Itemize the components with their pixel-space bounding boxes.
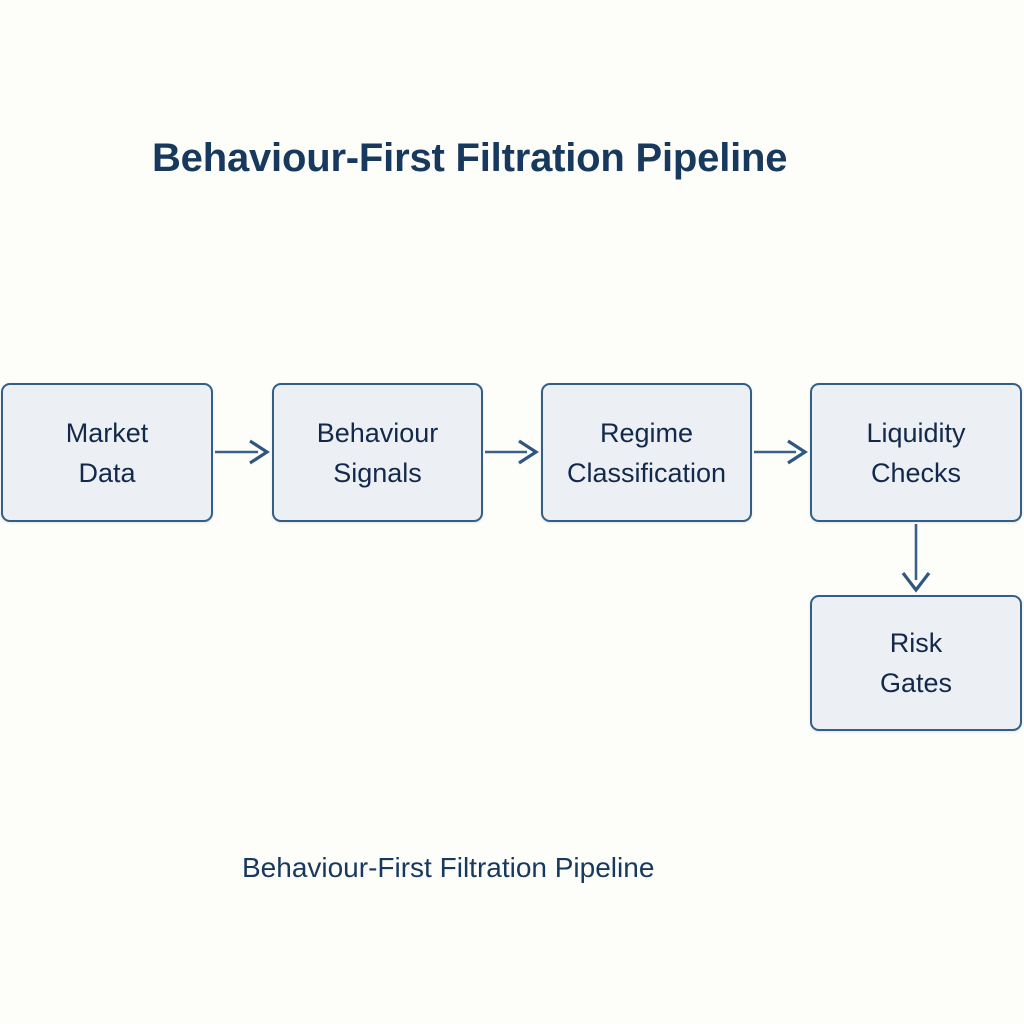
flow-node-behaviour-signals[interactable]: Behaviour Signals <box>272 383 483 522</box>
flow-node-market-data-line1: Market <box>65 417 149 448</box>
flow-node-risk-gates-line1: Risk <box>889 628 943 658</box>
diagram-title: Behaviour-First Filtration Pipeline <box>152 136 788 180</box>
flow-node-market-data[interactable]: Market Data <box>1 383 213 522</box>
arrow-market-data-to-behaviour-signals <box>215 439 270 465</box>
flow-node-liquidity-checks-line1: Liquidity <box>866 417 966 448</box>
flow-node-regime-classification-line2: Classification <box>566 457 727 488</box>
flow-node-regime-classification-line1: Regime <box>599 417 694 448</box>
flow-node-market-data-line2: Data <box>78 457 136 488</box>
flow-node-regime-classification[interactable]: Regime Classification <box>541 383 752 522</box>
diagram-caption: Behaviour-First Filtration Pipeline <box>242 852 655 883</box>
arrow-behaviour-signals-to-regime-classification <box>485 439 539 465</box>
arrow-liquidity-checks-to-risk-gates <box>901 524 931 593</box>
flow-node-liquidity-checks[interactable]: Liquidity Checks <box>810 383 1022 522</box>
flow-node-behaviour-signals-line2: Signals <box>333 457 422 488</box>
flow-node-behaviour-signals-line1: Behaviour <box>316 417 439 448</box>
flow-node-liquidity-checks-line2: Checks <box>870 457 962 488</box>
flow-node-regime-classification-text: Regime Classification <box>567 413 726 493</box>
flow-node-liquidity-checks-text: Liquidity Checks <box>866 413 965 493</box>
arrow-regime-classification-to-liquidity-checks <box>754 439 808 465</box>
flow-node-risk-gates-line2: Gates <box>879 668 953 698</box>
flow-node-risk-gates-text: Risk Gates <box>880 623 952 703</box>
flow-node-market-data-text: Market Data <box>66 413 149 493</box>
flow-node-risk-gates[interactable]: Risk Gates <box>810 595 1022 731</box>
flow-node-behaviour-signals-text: Behaviour Signals <box>317 413 439 493</box>
